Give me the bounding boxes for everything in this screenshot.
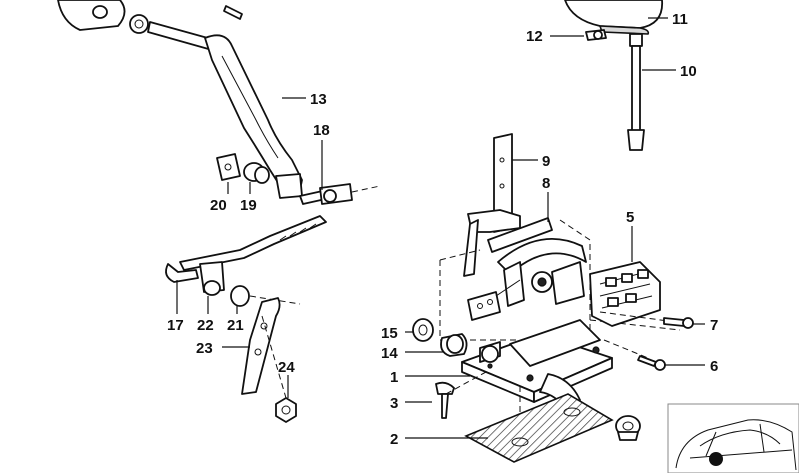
callout-3: 3 — [390, 395, 398, 412]
callout-12: 12 — [526, 28, 543, 45]
callout-6: 6 — [710, 358, 718, 375]
callout-11: 11 — [672, 11, 688, 28]
callout-22: 22 — [197, 317, 214, 334]
callout-19: 19 — [240, 197, 257, 214]
washer-15 — [412, 318, 434, 342]
rod-assembly — [165, 153, 381, 423]
callout-10: 10 — [680, 63, 697, 80]
gear-knob — [564, 0, 663, 41]
bracket-top-left — [57, 0, 243, 34]
callout-23: 23 — [196, 340, 213, 357]
gate-8 — [487, 217, 587, 307]
grommet — [615, 415, 641, 441]
callout-21: 21 — [227, 317, 244, 334]
callout-14: 14 — [381, 345, 398, 362]
callout-24: 24 — [278, 359, 295, 376]
callout-17: 17 — [167, 317, 184, 334]
shift-rod-10 — [627, 33, 645, 151]
callout-2: 2 — [390, 431, 398, 448]
location-marker-dot — [709, 452, 723, 466]
callout-15: 15 — [381, 325, 398, 342]
gasket-2 — [464, 393, 614, 463]
leader-lines — [176, 17, 705, 439]
callout-18: 18 — [313, 122, 330, 139]
callout-1: 1 — [390, 369, 398, 386]
screw-7 — [599, 311, 694, 329]
bush-14 — [440, 333, 468, 357]
callout-13: 13 — [310, 91, 327, 108]
car-locator-inset — [667, 403, 799, 473]
bolt-3 — [435, 371, 487, 419]
callout-9: 9 — [542, 153, 550, 170]
connector-plug — [467, 279, 521, 321]
screw-6 — [603, 339, 666, 371]
callout-5: 5 — [626, 209, 634, 226]
callout-labels: 11 12 10 13 18 9 8 20 19 5 7 17 22 21 15… — [167, 11, 718, 448]
callout-20: 20 — [210, 197, 227, 214]
callout-7: 7 — [710, 317, 718, 334]
indicator-panel-5 — [589, 261, 661, 327]
callout-8: 8 — [542, 175, 550, 192]
lever-9 — [463, 133, 521, 277]
